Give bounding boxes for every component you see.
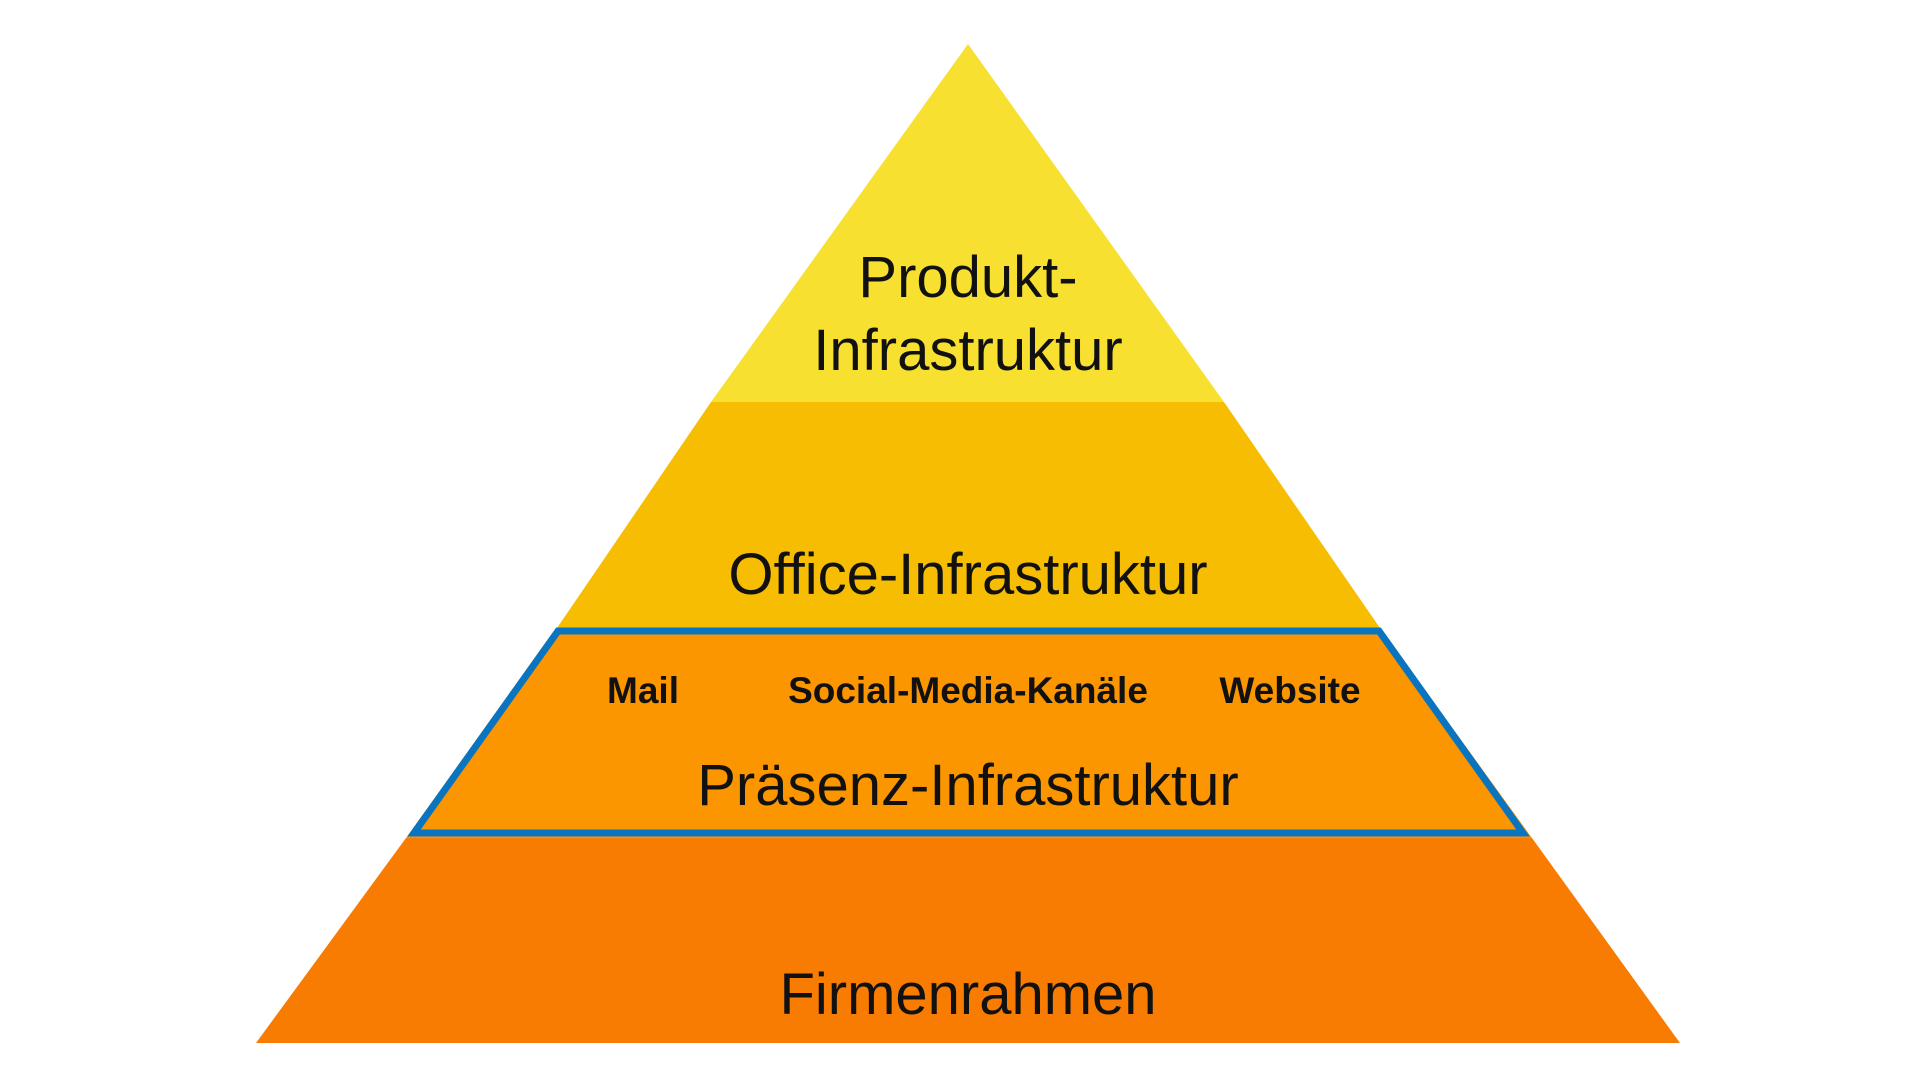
layer-office-label: Office-Infrastruktur	[728, 542, 1207, 607]
praesenz-highlight-outline	[407, 627, 1530, 837]
layer-praesenz-label: Präsenz-Infrastruktur	[697, 753, 1239, 818]
layer-produkt-label-line2: Infrastruktur	[813, 318, 1122, 383]
layer-firmenrahmen-shape	[256, 838, 1680, 1043]
layer-office-shape	[557, 402, 1380, 628]
layer-firmenrahmen-label: Firmenrahmen	[779, 962, 1156, 1027]
layer-produkt-shape	[711, 44, 1224, 402]
praesenz-item-social-media: Social-Media-Kanäle	[788, 670, 1148, 711]
praesenz-item-website: Website	[1219, 670, 1360, 711]
layer-praesenz-shape	[406, 628, 1532, 838]
layer-produkt-label-line1: Produkt-	[858, 245, 1077, 310]
praesenz-item-mail: Mail	[607, 670, 679, 711]
